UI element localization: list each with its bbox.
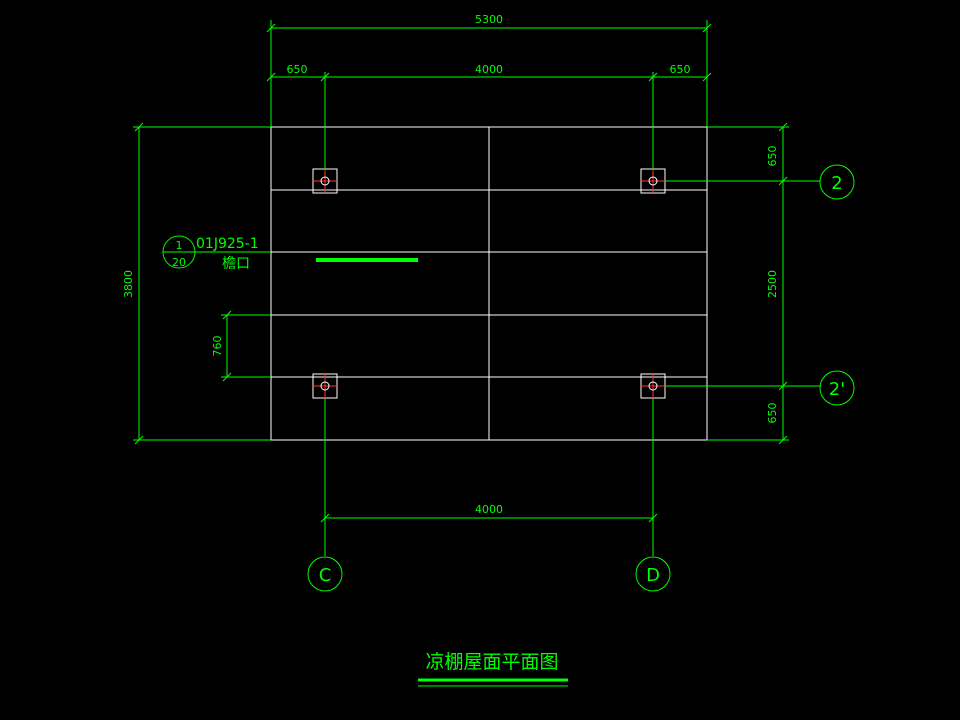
dim-column-span-top: 4000 bbox=[475, 63, 503, 76]
dimension-lines bbox=[133, 20, 820, 556]
dim-bottom-overhang: 650 bbox=[766, 403, 779, 424]
axis-label-2: 2 bbox=[831, 173, 842, 194]
dim-column-span-bottom: 4000 bbox=[475, 503, 503, 516]
axis-bubble-d: D bbox=[635, 556, 671, 592]
axis-label-2prime: 2' bbox=[829, 379, 845, 400]
detail-callout: 1 20 01J925-1 檐口 bbox=[162, 235, 271, 272]
columns bbox=[312, 168, 666, 399]
axis-bubble-2prime: 2' bbox=[819, 370, 855, 406]
drawing-title: 凉棚屋面平面图 bbox=[425, 651, 558, 673]
drawing-title-block: 凉棚屋面平面图 bbox=[418, 651, 568, 687]
dim-left-overhang: 650 bbox=[287, 63, 308, 76]
axis-bubble-2: 2 bbox=[819, 164, 855, 200]
dim-overall-depth: 3800 bbox=[122, 270, 135, 298]
axis-label-c: C bbox=[319, 565, 332, 586]
axis-label-d: D bbox=[646, 565, 660, 586]
dim-purlin-spacing: 760 bbox=[211, 336, 224, 357]
column-c2prime bbox=[312, 373, 338, 399]
axis-bubble-c: C bbox=[307, 556, 343, 592]
dim-right-overhang: 650 bbox=[670, 63, 691, 76]
dim-overall-width: 5300 bbox=[475, 13, 503, 26]
detail-number: 1 bbox=[176, 239, 183, 252]
column-d2prime bbox=[640, 373, 666, 399]
column-c2 bbox=[312, 168, 338, 194]
roof-outline bbox=[270, 126, 708, 441]
detail-label: 檐口 bbox=[222, 256, 250, 272]
dim-column-span-vertical: 2500 bbox=[766, 270, 779, 298]
detail-reference: 01J925-1 bbox=[196, 236, 259, 252]
detail-sheet: 20 bbox=[172, 256, 186, 269]
dim-top-overhang: 650 bbox=[766, 146, 779, 167]
